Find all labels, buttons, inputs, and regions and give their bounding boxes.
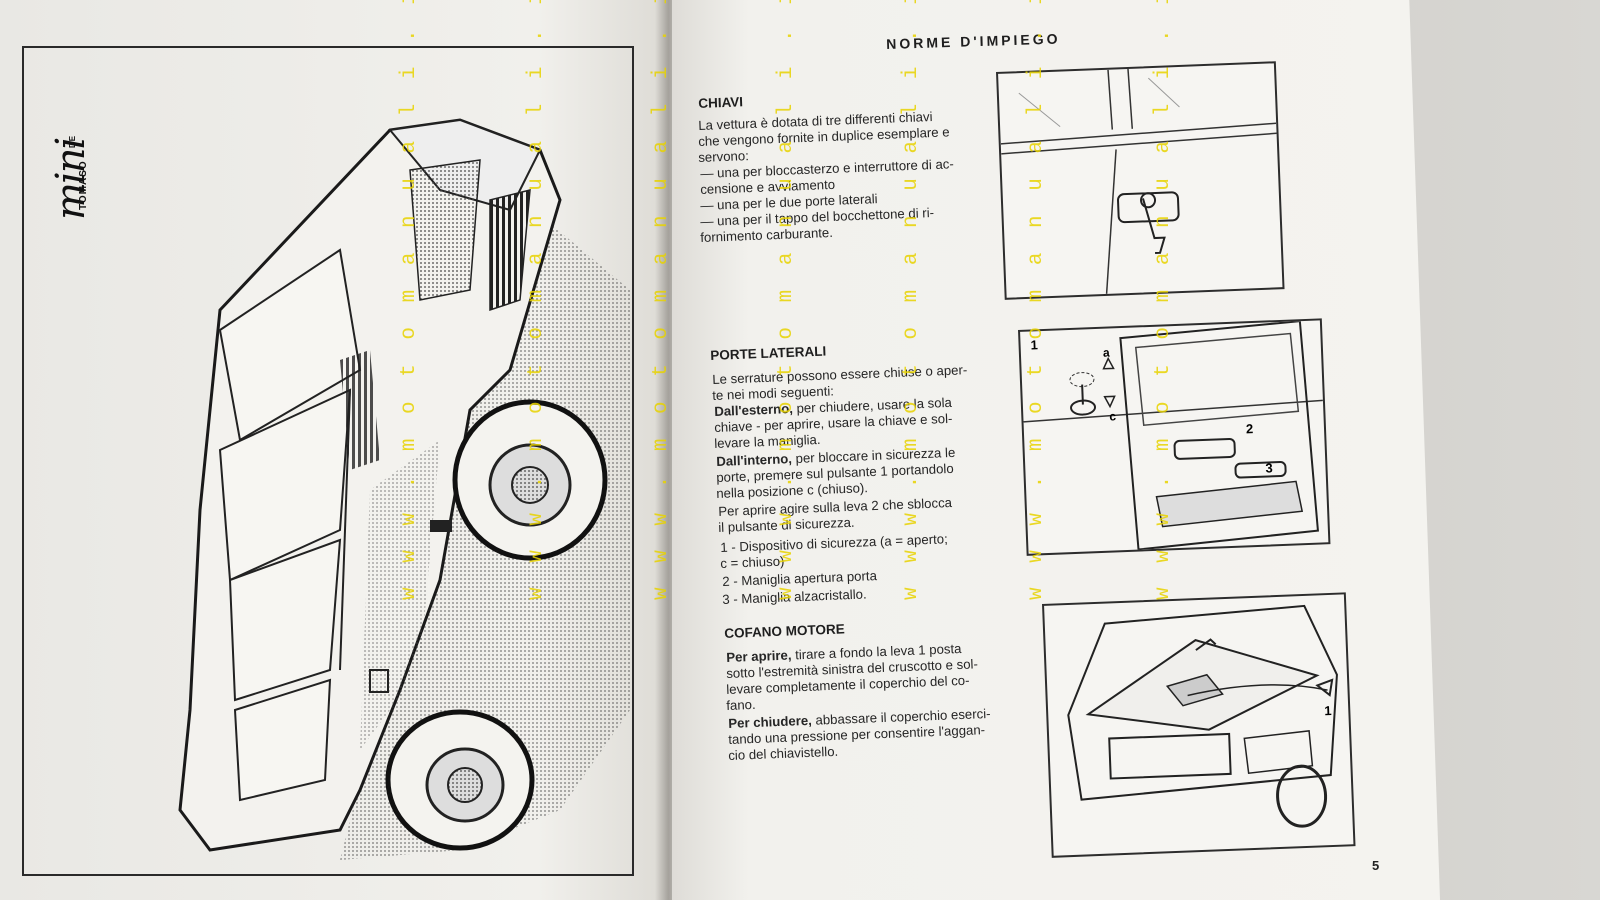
watermark-7: w w w . m o t o m a n u a l i . i t xyxy=(1152,0,1175,600)
watermark-2: w w w . m o t o m a n u a l i . i t xyxy=(525,0,548,600)
page-number: 5 xyxy=(1372,858,1380,873)
cofano-aprire-4: fano. xyxy=(726,696,756,713)
section-title-chiavi: CHIAVI xyxy=(698,94,744,111)
fig-porte-label-2: 2 xyxy=(1246,421,1254,436)
car-illustration xyxy=(178,118,630,860)
fig-cofano-label-1: 1 xyxy=(1324,703,1332,718)
watermark-5: w w w . m o t o m a n u a l i . i t xyxy=(900,0,923,600)
figure-door-interior: 1 a c 2 3 xyxy=(1018,318,1331,556)
left-page-frame xyxy=(22,46,634,876)
watermark-4: w w w . m o t o m a n u a l i . i t xyxy=(775,0,798,600)
left-page: mini DE TOMASO xyxy=(0,0,672,900)
watermark-3: w w w . m o t o m a n u a l i . i t xyxy=(650,0,673,600)
figure-hood: 1 xyxy=(1042,592,1356,858)
watermark-6: w w w . m o t o m a n u a l i . i t xyxy=(1025,0,1048,600)
fig-porte-label-a: a xyxy=(1103,345,1111,359)
watermark-1: w w w . m o t o m a n u a l i . i t xyxy=(398,0,421,600)
fig-porte-label-1: 1 xyxy=(1030,337,1038,352)
figure-door-key xyxy=(996,61,1285,300)
fig-porte-label-c: c xyxy=(1109,409,1117,423)
fig-porte-label-3: 3 xyxy=(1265,460,1273,475)
chiavi-line-3: servono: xyxy=(698,148,750,165)
